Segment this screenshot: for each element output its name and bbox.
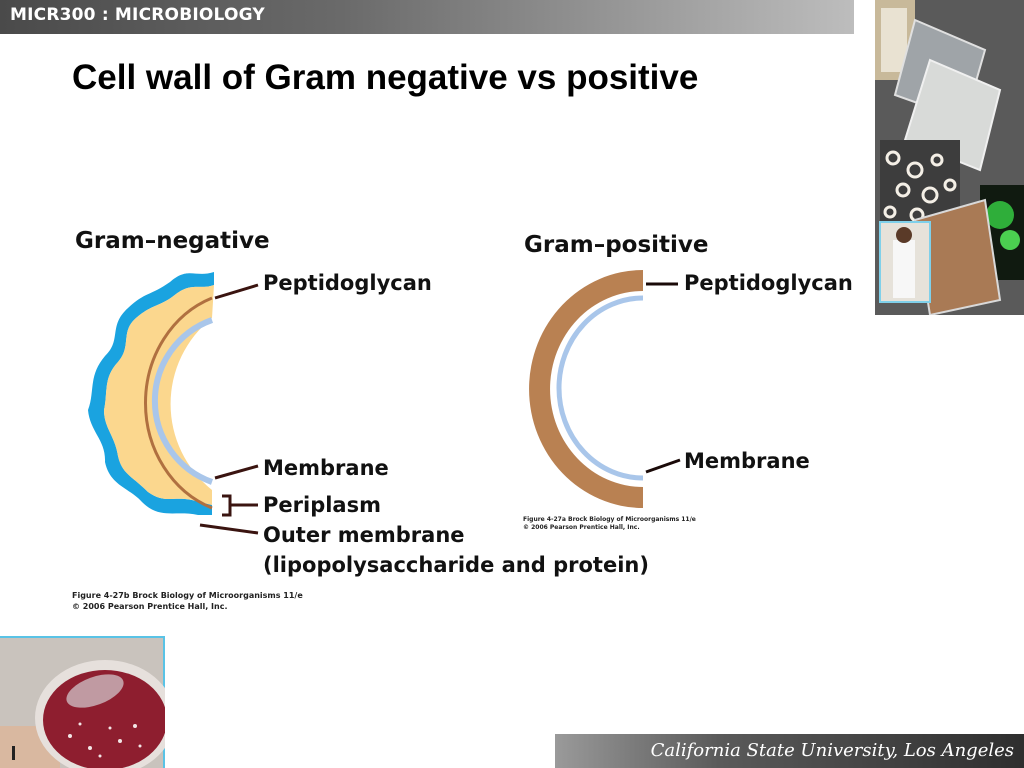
periplasm-label: Periplasm <box>263 493 381 517</box>
outer-membrane-leader-line <box>199 523 259 535</box>
gram-positive-membrane-layer <box>556 295 644 481</box>
gram-negative-credit-line1: Figure 4-27b Brock Biology of Microorgan… <box>72 591 303 600</box>
gram-positive-credit-line1: Figure 4-27a Brock Biology of Microorgan… <box>523 516 696 523</box>
outer-membrane-label: Outer membrane <box>263 523 465 547</box>
outer-membrane-layer <box>88 272 214 515</box>
periplasm-layer <box>104 285 214 505</box>
peptidoglycan-layer <box>144 296 213 510</box>
membrane-leader-line <box>214 464 259 480</box>
periplasm-bracket <box>222 494 258 517</box>
gram-negative-peptidoglycan-label: Peptidoglycan <box>263 271 432 295</box>
footer-bar: California State University, Los Angeles <box>555 734 1024 768</box>
gram-negative-credit-line2: © 2006 Pearson Prentice Hall, Inc. <box>72 602 228 611</box>
gram-positive-peptidoglycan-label: Peptidoglycan <box>684 271 853 295</box>
gram-positive-panel: Gram–positive Peptidoglycan Membrane Fig… <box>523 232 853 531</box>
gram-positive-credit-line2: © 2006 Pearson Prentice Hall, Inc. <box>523 524 640 531</box>
petri-dish-photo <box>0 636 165 768</box>
gram-negative-heading: Gram–negative <box>75 228 270 254</box>
course-label: MICR300 : MICROBIOLOGY <box>10 5 265 25</box>
peptidoglycan-leader-line <box>214 283 259 300</box>
gram-negative-panel: Gram–negative Peptidoglycan Membrane Per… <box>72 228 649 611</box>
gram-positive-membrane-label: Membrane <box>684 449 810 473</box>
gram-positive-peptidoglycan-layer <box>529 270 643 508</box>
gram-positive-heading: Gram–positive <box>524 232 709 258</box>
gram-positive-membrane-leader-line <box>645 458 681 474</box>
header-bar: MICR300 : MICROBIOLOGY <box>0 0 854 34</box>
decorative-photo-collage <box>875 0 1024 315</box>
outer-membrane-detail-label: (lipopolysaccharide and protein) <box>263 553 649 577</box>
cytoplasmic-membrane-layer <box>151 317 214 485</box>
institution-name: California State University, Los Angeles <box>650 740 1014 761</box>
slide-title: Cell wall of Gram negative vs positive <box>72 58 699 97</box>
gram-negative-membrane-label: Membrane <box>263 456 389 480</box>
